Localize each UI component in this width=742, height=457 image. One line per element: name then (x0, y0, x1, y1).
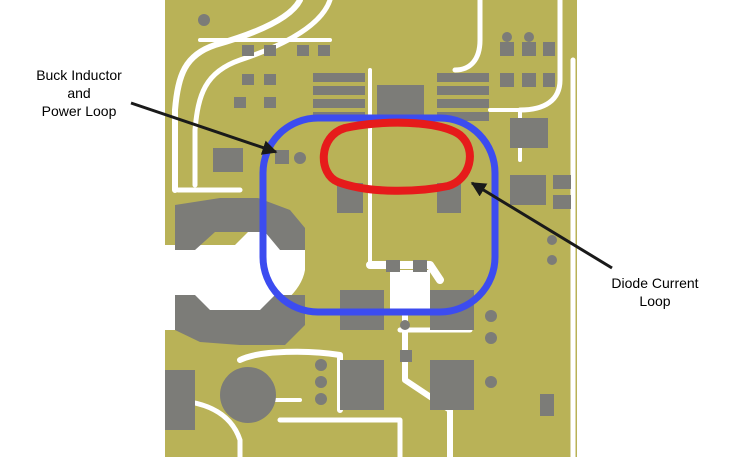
diode-label-line-1: Diode Current (611, 275, 699, 291)
center-clearance (390, 270, 430, 310)
diode-label-line-2: Loop (639, 293, 671, 309)
buck-label-line-1: Buck Inductor (36, 67, 122, 83)
buck-loop-arrow (130, 101, 278, 155)
buck-power-loop-label: Buck Inductor and Power Loop (4, 66, 154, 120)
diode-current-loop-outline (319, 118, 474, 195)
buck-label-line-2: and (67, 85, 91, 101)
diode-current-loop-label: Diode Current Loop (585, 274, 725, 310)
buck-label-line-3: Power Loop (41, 103, 117, 119)
buck-power-loop-outline (259, 114, 499, 316)
diode-loop-arrow (470, 181, 613, 270)
copper-traces (162, 0, 576, 457)
